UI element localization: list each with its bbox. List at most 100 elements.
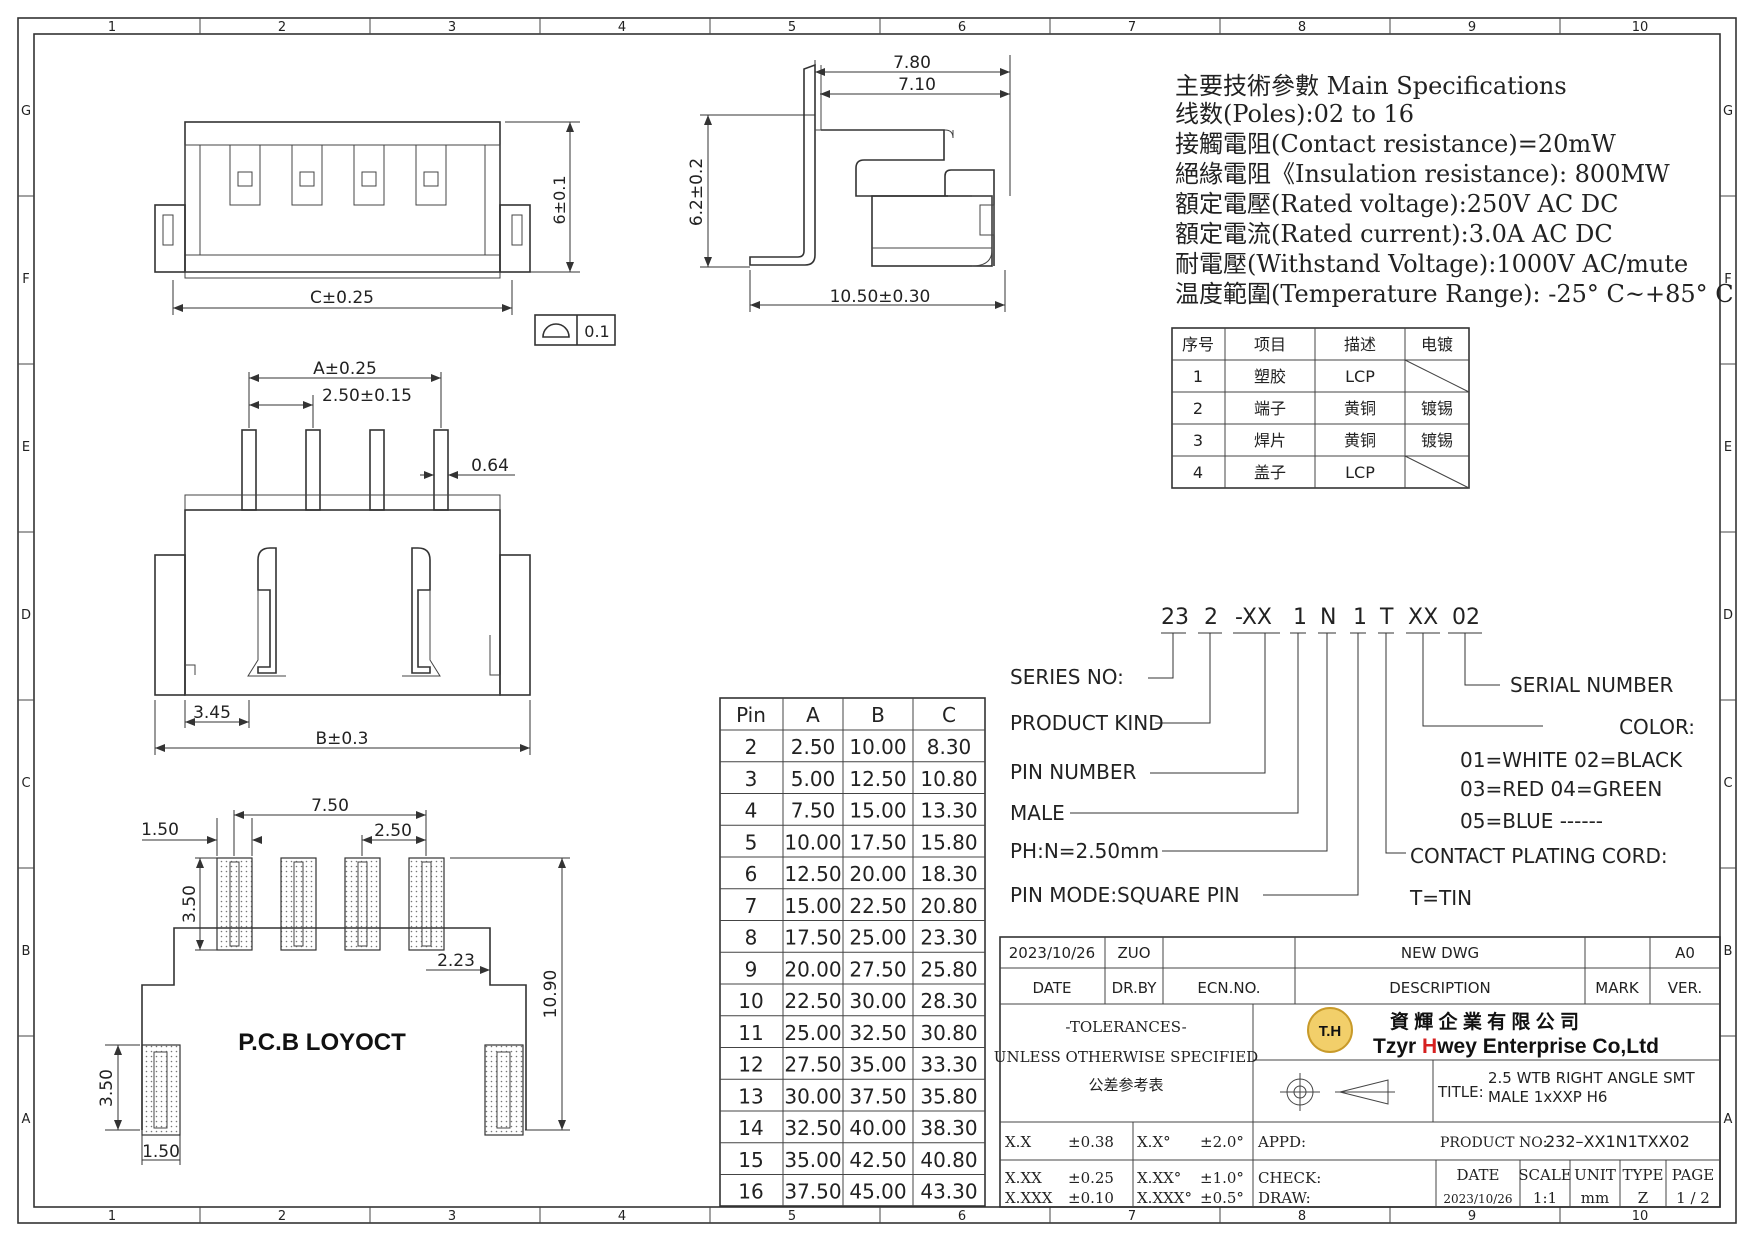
tol-row: X.X (1005, 1133, 1031, 1151)
dim-top-height: 6±0.1 (550, 175, 569, 224)
code-label-kind: PRODUCT KIND (1010, 711, 1164, 735)
dim-pitch: 2.50±0.15 (322, 386, 412, 406)
pin-table-cell: 14 (738, 1116, 763, 1140)
pcb-title: P.C.B LOYOCT (238, 1029, 406, 1056)
col-label-bottom: 9 (1468, 1209, 1476, 1224)
material-cell: 1 (1193, 367, 1203, 386)
material-cell: 盖子 (1254, 463, 1286, 482)
pin-table-cell: 23.30 (920, 926, 977, 950)
rev-drawn-by: ZUO (1117, 944, 1150, 962)
dim-pcb-1090: 10.90 (541, 970, 561, 1019)
dim-pcb-250: 2.50 (374, 821, 412, 841)
pin-table-cell: 12.50 (849, 767, 906, 791)
tol-row: X.X° (1137, 1133, 1171, 1151)
dim-710: 7.10 (898, 75, 936, 95)
main-specifications: 主要技術參數 Main Specifications 线数(Poles):02 … (1175, 72, 1734, 308)
pin-table-cell: 37.50 (784, 1180, 841, 1204)
pin-table-cell: 30.00 (849, 989, 906, 1013)
col-label-top: 9 (1468, 20, 1476, 35)
tol-row: ±1.0° (1200, 1169, 1244, 1187)
spec-line: 耐電壓(Withstand Voltage):1000V AC/mute (1175, 250, 1688, 278)
tol-row: X.XX° (1137, 1169, 1181, 1187)
material-header: 电镀 (1421, 335, 1453, 354)
pin-table-cell: 30.80 (920, 1021, 977, 1045)
tol-row: X.XXX (1005, 1189, 1053, 1207)
header-drawn-by: DR.BY (1112, 979, 1158, 997)
company-logo (1307, 1007, 1353, 1053)
col-label-bottom: 5 (788, 1209, 796, 1224)
dim-pcb-350-top: 3.50 (180, 885, 200, 923)
tol-row: ±0.38 (1068, 1133, 1114, 1151)
pin-table-cell: 25.00 (849, 926, 906, 950)
dim-c: C±0.25 (310, 288, 374, 308)
pin-table-cell: 13 (738, 1084, 763, 1108)
pin-table-cell: 27.50 (784, 1053, 841, 1077)
pin-table-cell: 40.00 (849, 1116, 906, 1140)
pin-table-cell: 40.80 (920, 1148, 977, 1172)
code-part: 02 (1452, 605, 1480, 630)
pin-table-cell: 17.50 (849, 830, 906, 854)
header-page: PAGE (1672, 1166, 1714, 1184)
pin-table-cell: 28.30 (920, 989, 977, 1013)
pcb-pad (408, 857, 445, 951)
col-label-top: 8 (1298, 20, 1306, 35)
material-cell: 镀锡 (1421, 431, 1453, 450)
pcb-pad (344, 857, 381, 951)
pin-table-cell: 32.50 (784, 1116, 841, 1140)
row-label-left: D (21, 608, 31, 623)
header-mark: MARK (1595, 979, 1640, 997)
dim-b: B±0.3 (316, 729, 369, 749)
material-cell: 镀锡 (1421, 399, 1453, 418)
col-label-top: 3 (448, 20, 456, 35)
sheet-frame: 1 2 3 4 5 6 7 8 9 10 1 2 3 4 5 6 7 8 9 1… (17, 17, 1737, 1224)
row-label-left: F (22, 272, 29, 287)
pin-table-cell: 12.50 (784, 862, 841, 886)
pin-table-header: B (871, 703, 885, 727)
code-part: 23 (1161, 605, 1189, 630)
header-type: TYPE (1623, 1166, 1664, 1184)
material-cell: LCP (1345, 463, 1375, 482)
material-cell: 焊片 (1254, 431, 1286, 450)
tolerance-cn: 公差参考表 (1088, 1076, 1163, 1094)
material-header: 项目 (1254, 335, 1286, 354)
drawing-date: 2023/10/26 (1443, 1192, 1512, 1206)
dim-pcb-350-side: 3.50 (97, 1069, 117, 1107)
pin-table-cell: 25.00 (784, 1021, 841, 1045)
appd-label: APPD: (1257, 1133, 1306, 1151)
pin-table-cell: 3 (745, 767, 758, 791)
row-label-right: B (1724, 944, 1733, 959)
code-label-pitch: PH:N=2.50mm (1010, 839, 1159, 863)
pin-table-cell: 43.30 (920, 1180, 977, 1204)
pin-table-cell: 32.50 (849, 1021, 906, 1045)
dim-pcb-223: 2.23 (437, 951, 475, 971)
code-label-series: SERIES NO: (1010, 665, 1124, 689)
product-no: 232–XX1N1TXX02 (1545, 1132, 1690, 1151)
pin-table-cell: 17.50 (784, 926, 841, 950)
material-cell: LCP (1345, 367, 1375, 386)
dim-pin-width: 0.64 (471, 456, 509, 476)
title-label: TITLE: (1437, 1083, 1484, 1101)
pin-table-cell: 6 (745, 862, 758, 886)
header-version: VER. (1668, 979, 1702, 997)
pin-table-cell: 35.80 (920, 1084, 977, 1108)
row-label-right: G (1723, 104, 1733, 119)
side-view: 7.80 7.10 6.2±0.2 10.50±0.30 (687, 53, 1011, 312)
pin-table-cell: 10.00 (849, 735, 906, 759)
row-label-left: A (22, 1112, 31, 1127)
col-label-bottom: 7 (1128, 1209, 1136, 1224)
header-scale: SCALE (1518, 1166, 1572, 1184)
color-option-line: 05=BLUE ------ (1460, 809, 1603, 833)
col-label-bottom: 2 (278, 1209, 286, 1224)
col-label-bottom: 3 (448, 1209, 456, 1224)
dim-pcb-750: 7.50 (311, 796, 349, 816)
col-label-bottom: 10 (1632, 1209, 1649, 1224)
code-label-plating: CONTACT PLATING CORD: (1410, 844, 1668, 868)
col-label-top: 4 (618, 20, 626, 35)
pcb-pad (280, 857, 317, 951)
col-label-bottom: 6 (958, 1209, 966, 1224)
dim-pcb-150-bottom: 1.50 (142, 1142, 180, 1162)
specs-title: 主要技術參數 Main Specifications (1175, 72, 1567, 100)
code-part: T (1379, 605, 1394, 630)
